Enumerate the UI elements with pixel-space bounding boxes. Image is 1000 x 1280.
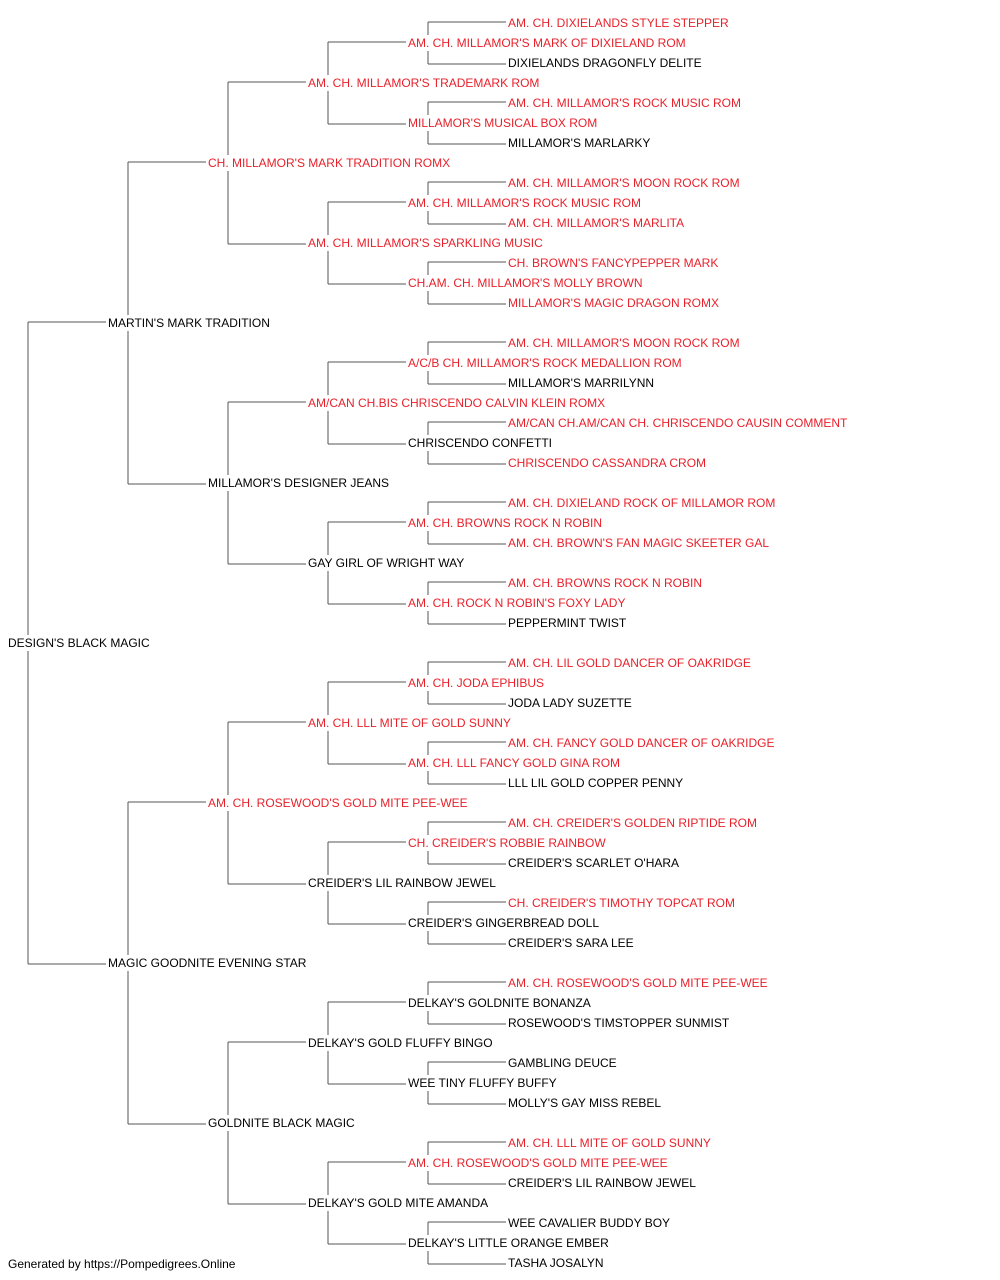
dog-name-gen3: DELKAY'S GOLD FLUFFY BINGO [308,1036,493,1050]
dog-name-gen0: DESIGN'S BLACK MAGIC [8,636,150,650]
dog-name-gen2: CH. MILLAMOR'S MARK TRADITION ROMX [208,156,451,170]
dog-name-gen5: LLL LIL GOLD COPPER PENNY [508,776,684,790]
dog-name-gen4: CREIDER'S GINGERBREAD DOLL [408,916,599,930]
dog-name-gen4: AM. CH. MILLAMOR'S ROCK MUSIC ROM [408,196,641,210]
dog-name-gen3: GAY GIRL OF WRIGHT WAY [308,556,465,570]
dog-name-gen5: DIXIELANDS DRAGONFLY DELITE [508,56,702,70]
dog-name-gen2: MILLAMOR'S DESIGNER JEANS [208,476,389,490]
dog-name-gen5: AM. CH. BROWN'S FAN MAGIC SKEETER GAL [508,536,769,550]
dog-name-gen4: CHRISCENDO CONFETTI [408,436,552,450]
dog-name-gen5: AM. CH. FANCY GOLD DANCER OF OAKRIDGE [508,736,775,750]
dog-name-gen3: AM. CH. LLL MITE OF GOLD SUNNY [308,716,511,730]
dog-name-gen5: CREIDER'S SARA LEE [508,936,634,950]
dog-name-gen5: AM. CH. MILLAMOR'S ROCK MUSIC ROM [508,96,741,110]
dog-name-gen4: AM. CH. ROCK N ROBIN'S FOXY LADY [408,596,626,610]
dog-name-gen3: AM. CH. MILLAMOR'S SPARKLING MUSIC [308,236,543,250]
dog-name-gen3: AM. CH. MILLAMOR'S TRADEMARK ROM [308,76,540,90]
dog-name-gen5: JODA LADY SUZETTE [508,696,632,710]
dog-name-gen3: DELKAY'S GOLD MITE AMANDA [308,1196,489,1210]
dog-name-gen4: WEE TINY FLUFFY BUFFY [408,1076,557,1090]
dog-name-gen5: MILLAMOR'S MAGIC DRAGON ROMX [508,296,719,310]
dog-name-gen5: CREIDER'S SCARLET O'HARA [508,856,680,870]
dog-name-gen5: MOLLY'S GAY MISS REBEL [508,1096,662,1110]
dog-name-gen5: TASHA JOSALYN [508,1256,604,1270]
dog-name-gen4: CH.AM. CH. MILLAMOR'S MOLLY BROWN [408,276,643,290]
dog-name-gen5: CH. BROWN'S FANCYPEPPER MARK [508,256,719,270]
footer-credit: Generated by https://Pompedigrees.Online [8,1257,236,1271]
dog-name-gen5: CHRISCENDO CASSANDRA CROM [508,456,707,470]
dog-name-gen4: DELKAY'S GOLDNITE BONANZA [408,996,591,1010]
dog-name-gen5: AM. CH. LLL MITE OF GOLD SUNNY [508,1136,711,1150]
dog-name-gen5: GAMBLING DEUCE [508,1056,617,1070]
dog-name-gen5: CH. CREIDER'S TIMOTHY TOPCAT ROM [508,896,735,910]
dog-name-gen5: ROSEWOOD'S TIMSTOPPER SUNMIST [508,1016,730,1030]
dog-name-gen4: AM. CH. MILLAMOR'S MARK OF DIXIELAND ROM [408,36,686,50]
dog-name-gen5: AM. CH. DIXIELANDS STYLE STEPPER [508,16,729,30]
dog-name-gen3: AM/CAN CH.BIS CHRISCENDO CALVIN KLEIN RO… [308,396,606,410]
dog-name-gen5: AM/CAN CH.AM/CAN CH. CHRISCENDO CAUSIN C… [508,416,848,430]
dog-name-gen3: CREIDER'S LIL RAINBOW JEWEL [308,876,496,890]
dog-name-gen4: CH. CREIDER'S ROBBIE RAINBOW [408,836,606,850]
dog-name-gen5: AM. CH. CREIDER'S GOLDEN RIPTIDE ROM [508,816,757,830]
dog-name-gen5: AM. CH. BROWNS ROCK N ROBIN [508,576,703,590]
dog-name-gen4: AM. CH. LLL FANCY GOLD GINA ROM [408,756,621,770]
dog-name-gen5: CREIDER'S LIL RAINBOW JEWEL [508,1176,696,1190]
dog-name-gen2: GOLDNITE BLACK MAGIC [208,1116,355,1130]
dog-name-gen5: AM. CH. DIXIELAND ROCK OF MILLAMOR ROM [508,496,776,510]
dog-name-gen5: WEE CAVALIER BUDDY BOY [508,1216,671,1230]
dog-name-gen5: AM. CH. MILLAMOR'S MOON ROCK ROM [508,336,740,350]
dog-name-gen5: AM. CH. MILLAMOR'S MARLITA [508,216,685,230]
dog-name-gen2: AM. CH. ROSEWOOD'S GOLD MITE PEE-WEE [208,796,468,810]
dog-name-gen5: AM. CH. ROSEWOOD'S GOLD MITE PEE-WEE [508,976,768,990]
dog-name-gen5: MILLAMOR'S MARLARKY [508,136,651,150]
dog-name-gen4: AM. CH. JODA EPHIBUS [408,676,545,690]
dog-name-gen4: DELKAY'S LITTLE ORANGE EMBER [408,1236,609,1250]
dog-name-gen4: AM. CH. ROSEWOOD'S GOLD MITE PEE-WEE [408,1156,668,1170]
dog-name-gen5: MILLAMOR'S MARRILYNN [508,376,655,390]
dog-name-gen4: AM. CH. BROWNS ROCK N ROBIN [408,516,603,530]
dog-name-gen1: MAGIC GOODNITE EVENING STAR [108,956,307,970]
dog-name-gen5: PEPPERMINT TWIST [508,616,627,630]
dog-name-gen1: MARTIN'S MARK TRADITION [108,316,270,330]
dog-name-gen5: AM. CH. MILLAMOR'S MOON ROCK ROM [508,176,740,190]
dog-name-gen4: A/C/B CH. MILLAMOR'S ROCK MEDALLION ROM [408,356,682,370]
dog-name-gen5: AM. CH. LIL GOLD DANCER OF OAKRIDGE [508,656,751,670]
dog-name-gen4: MILLAMOR'S MUSICAL BOX ROM [408,116,598,130]
